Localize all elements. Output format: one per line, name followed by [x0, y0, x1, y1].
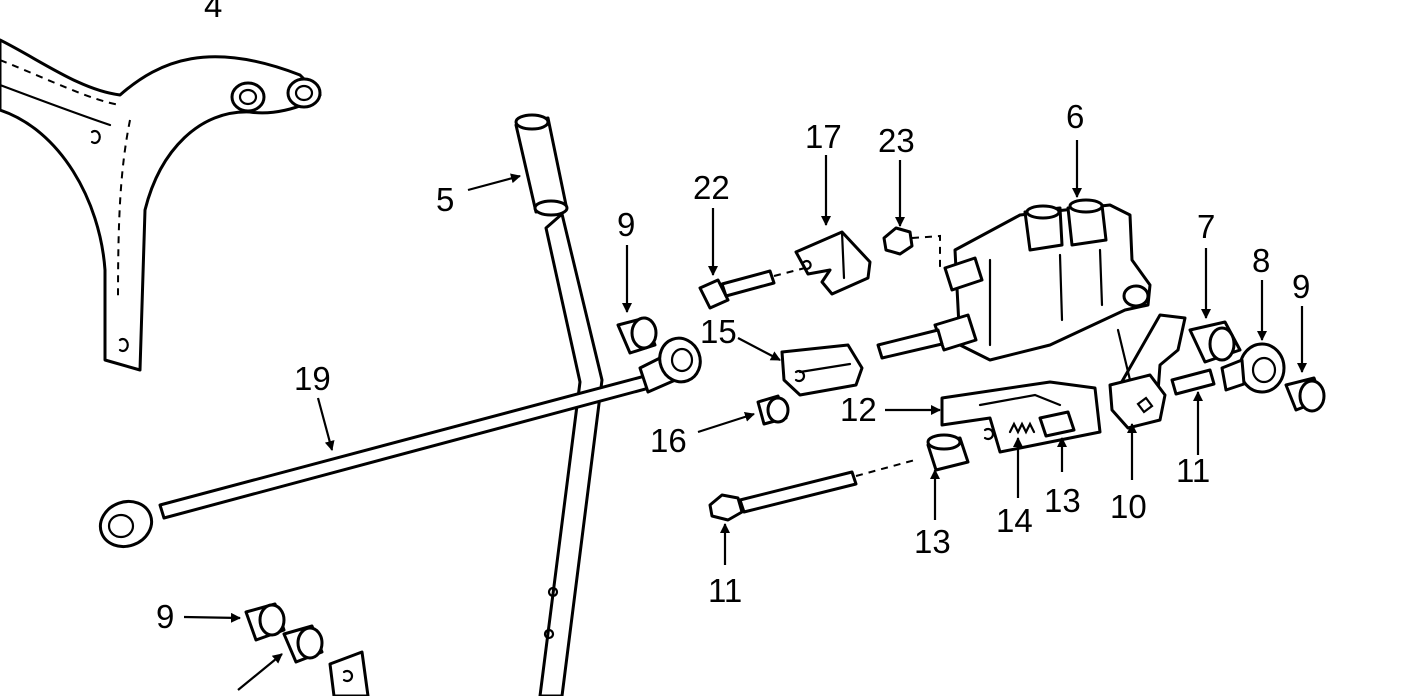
bushing-part-9-right — [1284, 376, 1326, 413]
eye-part-8 — [1220, 342, 1286, 394]
pin-part-11-right — [1170, 368, 1216, 396]
bushing-part-13-right — [1038, 410, 1076, 438]
callout-8: 8 — [1252, 242, 1270, 279]
bushing-part-9-lower — [244, 602, 286, 642]
shift-fork-part-4 — [0, 38, 322, 372]
callout-11-bolt: 11 — [708, 572, 742, 609]
callout-9-upper: 9 — [617, 206, 635, 243]
bracket-part-12 — [940, 380, 1102, 454]
callout-12: 12 — [840, 391, 877, 428]
long-bolt-part-11 — [708, 459, 916, 522]
callout-16: 16 — [650, 422, 687, 459]
spring-part-14 — [1008, 421, 1036, 435]
callout-11-right: 11 — [1176, 452, 1210, 489]
nut-part-23 — [882, 226, 941, 272]
bushing-part-13-left — [926, 433, 970, 472]
callout-10: 10 — [1110, 488, 1147, 525]
callout-13-left: 13 — [914, 523, 951, 560]
bushing-lower-unlabeled — [282, 624, 324, 664]
lever-block-part-10 — [1108, 313, 1187, 430]
leader-lines — [183, 140, 1307, 691]
lever-grip-part-5 — [514, 113, 569, 217]
callout-9-lower: 9 — [156, 598, 174, 635]
callout-6: 6 — [1066, 98, 1084, 135]
callout-15: 15 — [700, 313, 737, 350]
bushing-part-16 — [756, 394, 790, 426]
callout-22: 22 — [693, 169, 730, 206]
clip-lower — [328, 650, 370, 696]
bolt-part-22 — [698, 267, 806, 310]
callout-23: 23 — [878, 122, 915, 159]
control-rod-part-19 — [98, 336, 702, 549]
callout-14: 14 — [996, 502, 1033, 539]
callout-9-right: 9 — [1292, 268, 1310, 305]
callout-5: 5 — [436, 181, 454, 218]
callout-19: 19 — [294, 360, 331, 397]
clevis-part-17 — [794, 230, 872, 296]
control-valve-part-6 — [876, 198, 1152, 362]
callout-7: 7 — [1197, 208, 1215, 245]
callout-4: 4 — [204, 0, 222, 24]
callout-labels: 4 5 6 17 23 22 9 7 8 9 15 19 12 16 11 10… — [156, 0, 1310, 635]
bushing-part-9-upper — [616, 316, 658, 355]
shift-lever-rod — [538, 212, 604, 696]
bushing-part-7 — [1188, 320, 1242, 364]
callout-13-right: 13 — [1044, 482, 1081, 519]
callout-17: 17 — [805, 118, 842, 155]
clevis-part-15 — [780, 343, 864, 397]
